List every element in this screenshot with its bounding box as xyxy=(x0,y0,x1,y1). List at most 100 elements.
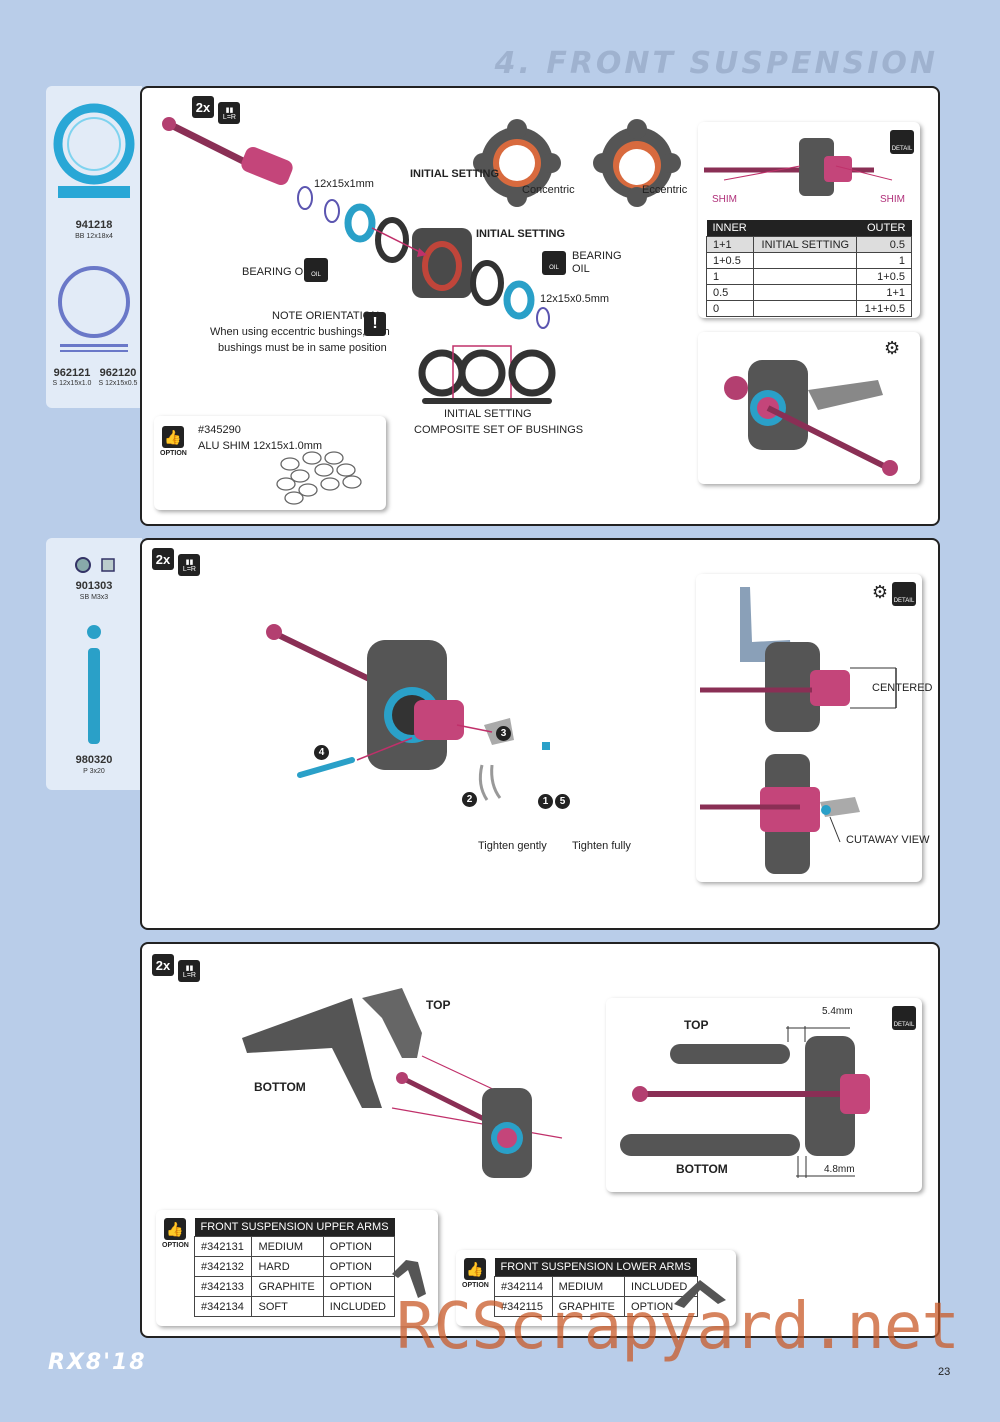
initial-setting-caption: INITIAL SETTING xyxy=(444,408,532,420)
shim-detail-panel: DETAIL SHIM SHIM INNER OUTER 1+1 INITIAL… xyxy=(698,122,920,318)
initial-setting-label: INITIAL SETTING xyxy=(410,168,500,180)
thumbs-up-icon: 👍 xyxy=(464,1258,486,1280)
initial-setting-label: INITIAL SETTING xyxy=(476,228,566,240)
left-right-icon: ▮▮L=R xyxy=(178,960,201,982)
left-right-icon: ▮▮L=R xyxy=(178,554,201,576)
magnifier-icon: DETAIL xyxy=(890,130,914,154)
note-title: NOTE ORIENTATION xyxy=(272,310,380,322)
part-desc: S 12x15x0.5 xyxy=(98,380,138,387)
option-label: OPTION xyxy=(162,1242,189,1249)
table-row: 1 1+0.5 xyxy=(705,268,912,285)
step-2-panel: 2x ▮▮L=R 4 3 2 1 5 Tighten gently Tighte… xyxy=(140,538,940,930)
part-desc: S 12x15x1.0 xyxy=(52,380,92,387)
part-desc: SB M3x3 xyxy=(79,594,109,601)
step-number-5: 5 xyxy=(555,794,570,809)
part-code: 962121 xyxy=(53,367,91,379)
table-title: FRONT SUSPENSION UPPER ARMS xyxy=(194,1218,395,1237)
parts-sidebar-step1: 941218 BB 12x18x4 962121 S 12x15x1.0 962… xyxy=(46,86,142,408)
tighten-fully-label: Tighten fully xyxy=(572,840,631,852)
part-code: 980320 xyxy=(75,754,113,766)
assembled-hub-drawing xyxy=(724,360,898,476)
shim-size-label: 12x15x1mm xyxy=(314,178,374,190)
shim-set-drawing xyxy=(276,451,362,505)
arm-gap-detail-panel: DETAIL TOP BOTTOM 5.4mm 4.8mm xyxy=(606,998,922,1192)
step-number-1: 1 xyxy=(538,794,553,809)
centering-drawing xyxy=(700,587,897,874)
bottom-label: BOTTOM xyxy=(676,1162,728,1176)
table-row: #342134 SOFT INCLUDED xyxy=(193,1296,396,1317)
oil-icon: OIL xyxy=(542,251,566,275)
part-desc: P 3x20 xyxy=(83,768,105,775)
pin-icon xyxy=(87,625,101,744)
lower-arms-option-box: 👍 OPTION FRONT SUSPENSION LOWER ARMS #34… xyxy=(456,1250,736,1326)
part-code: 941218 xyxy=(75,219,113,231)
upper-arm-drawing xyxy=(392,1260,426,1298)
top-label: TOP xyxy=(684,1018,709,1032)
option-label: OPTION xyxy=(160,450,187,457)
thumbs-up-icon: 👍 xyxy=(164,1218,186,1240)
eccentric-label: Eccentric xyxy=(642,184,688,196)
table-row: #342133 GRAPHITE OPTION xyxy=(193,1276,396,1297)
table-title: FRONT SUSPENSION LOWER ARMS xyxy=(494,1258,697,1277)
part-code: 962120 xyxy=(99,367,137,379)
bearing-oil-label: BEARING OIL xyxy=(572,250,622,275)
step-1-panel: 2x ▮▮L=R xyxy=(140,86,940,526)
quantity-badge: 2x xyxy=(152,954,174,976)
shim-label: SHIM xyxy=(712,194,737,205)
parts-sidebar-step2: 901303 SB M3x3 980320 P 3x20 xyxy=(46,538,142,790)
gears-check-icon: ⚙ xyxy=(884,338,901,358)
bearing-oil-label: BEARING OIL xyxy=(242,266,313,278)
step-number-3: 3 xyxy=(496,726,511,741)
assembled-view-panel: ⚙ xyxy=(698,332,920,484)
table-row: 1+1 INITIAL SETTING 0.5 xyxy=(705,236,912,253)
product-logo: RX8'18 xyxy=(48,1350,147,1375)
step-number-2: 2 xyxy=(462,792,477,807)
warning-icon: ! xyxy=(364,312,386,336)
top-label: TOP xyxy=(426,998,451,1012)
left-right-icon: ▮▮L=R xyxy=(218,102,241,124)
table-row: 0 1+1+0.5 xyxy=(705,300,912,317)
table-row: 1+0.5 1 xyxy=(705,252,912,269)
option-label: OPTION xyxy=(462,1282,489,1289)
gears-check-icon: ⚙ xyxy=(871,582,888,602)
dimension-label: 4.8mm xyxy=(824,1164,855,1175)
shim-size-label: 12x15x0.5mm xyxy=(540,293,610,305)
lower-arms-table: FRONT SUSPENSION LOWER ARMS #342114 MEDI… xyxy=(494,1258,698,1317)
screw-icon xyxy=(75,557,115,573)
upper-arms-option-box: 👍 OPTION FRONT SUSPENSION UPPER ARMS #34… xyxy=(156,1210,438,1326)
quantity-badge: 2x xyxy=(192,96,214,118)
arms-assembly-drawing xyxy=(242,988,563,1178)
step-3-panel: 2x ▮▮L=R TOP BOTTOM DETAIL TOP xyxy=(140,942,940,1338)
concentric-label: Concentric xyxy=(522,184,575,196)
step-number-4: 4 xyxy=(314,745,329,760)
watermark: RCScrapyard.net xyxy=(396,1290,960,1364)
magnifier-icon: DETAIL xyxy=(892,582,916,606)
cutaway-view-label: CUTAWAY VIEW xyxy=(846,834,930,846)
shim-table: INNER OUTER 1+1 INITIAL SETTING 0.5 1+0.… xyxy=(705,220,912,317)
table-row: #342132 HARD OPTION xyxy=(193,1256,396,1277)
magnifier-icon: DETAIL xyxy=(892,1006,916,1030)
option-part-code: #345290 xyxy=(198,424,241,436)
centering-detail-panel: ⚙ DETAIL CENTERED CUTAWAY VIEW xyxy=(696,574,933,882)
lower-arm-drawing xyxy=(674,1280,726,1308)
table-header: OUTER xyxy=(856,220,912,237)
part-code: 901303 xyxy=(75,580,113,592)
arm-gap-drawing xyxy=(620,1026,870,1178)
shim-label: SHIM xyxy=(880,194,905,205)
shim-icon xyxy=(58,266,130,352)
composite-set-caption: COMPOSITE SET OF BUSHINGS xyxy=(414,424,584,436)
table-header: INNER xyxy=(706,220,754,237)
bearing-icon xyxy=(53,103,135,198)
bottom-label: BOTTOM xyxy=(254,1080,306,1094)
tighten-gently-label: Tighten gently xyxy=(478,840,547,852)
page-number: 23 xyxy=(938,1366,951,1378)
table-row: 0.5 1+1 xyxy=(705,284,912,301)
part-desc: BB 12x18x4 xyxy=(75,233,113,240)
note-text: When using eccentric bushings, both xyxy=(210,326,390,338)
hub-assembly-drawing xyxy=(266,624,550,801)
centered-label: CENTERED xyxy=(872,682,933,694)
oil-icon: OIL xyxy=(304,258,328,282)
option-box: 👍 OPTION #345290 ALU SHIM 12x15x1.0mm xyxy=(154,416,386,510)
upper-arms-table: FRONT SUSPENSION UPPER ARMS #342131 MEDI… xyxy=(193,1218,396,1317)
table-row: #342131 MEDIUM OPTION xyxy=(193,1236,396,1257)
